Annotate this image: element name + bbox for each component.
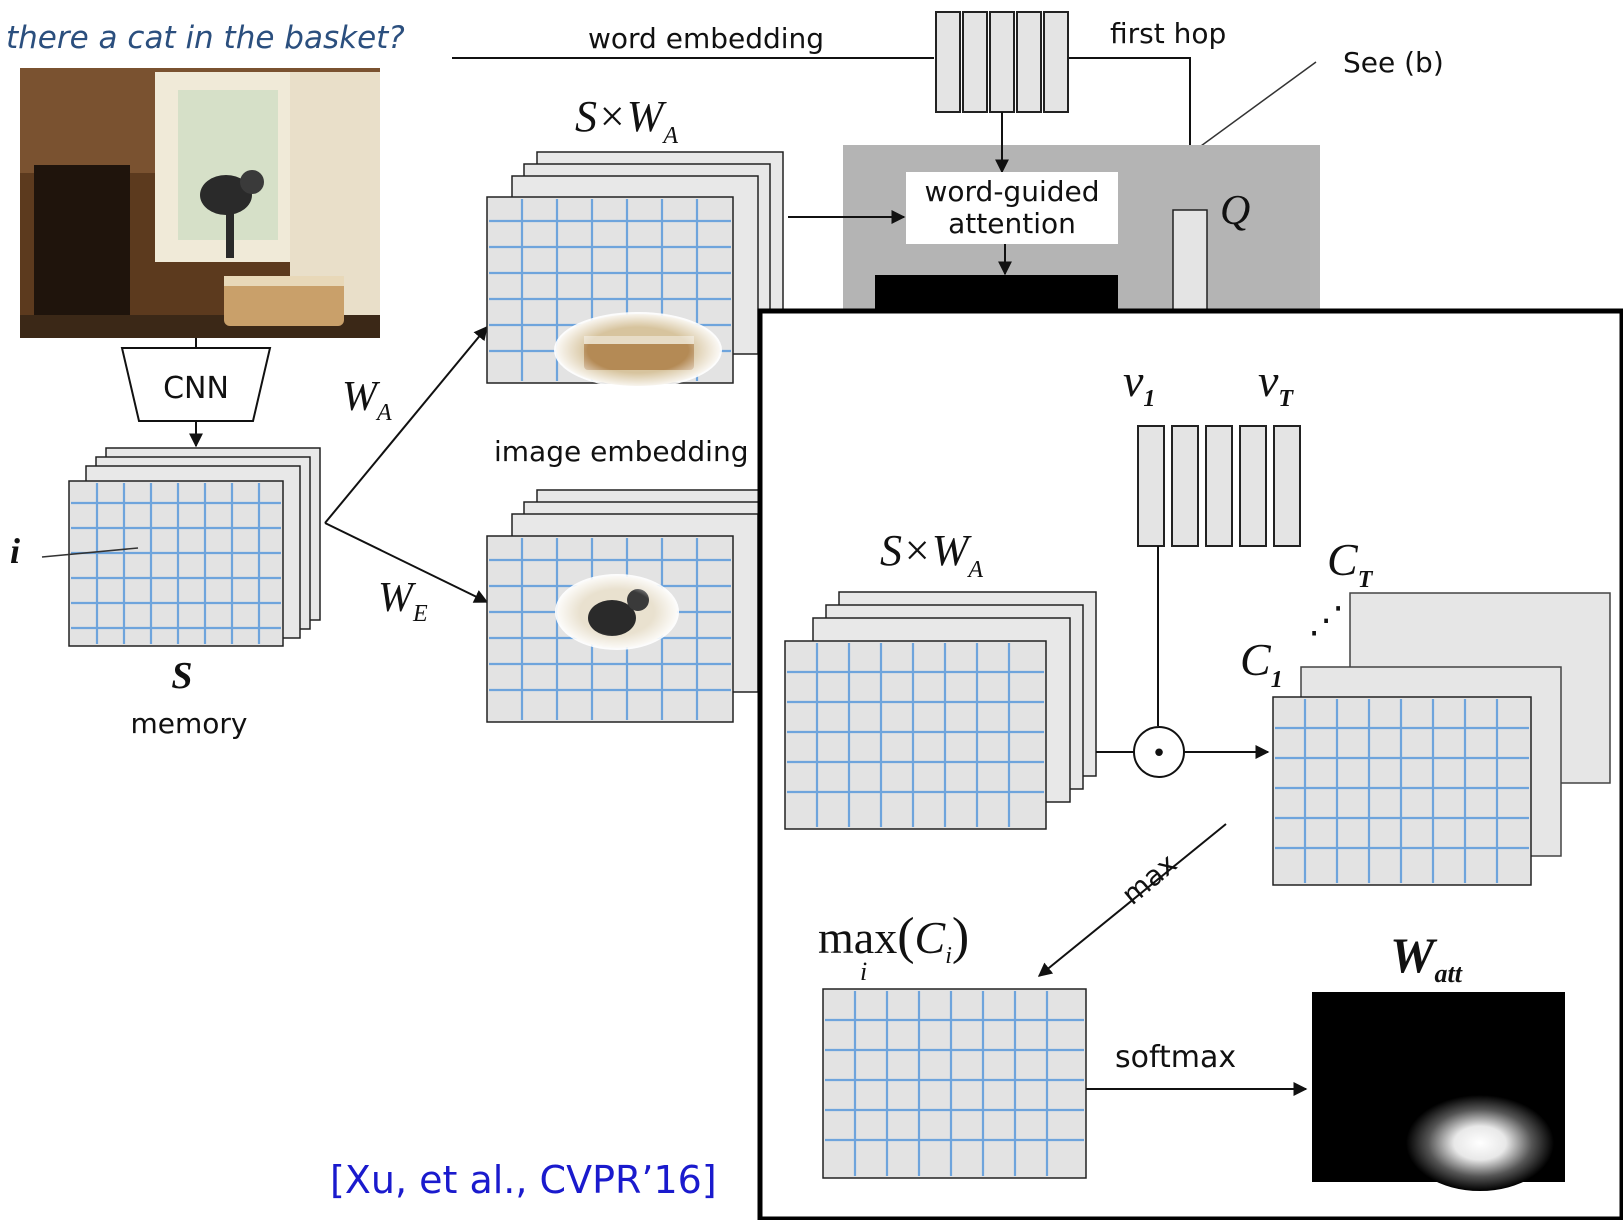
max-arrow [1037, 823, 1227, 977]
memory-grid [71, 483, 281, 644]
i-pointer [41, 547, 139, 558]
attention-output-bar [875, 275, 1118, 315]
memory-stack [68, 447, 321, 647]
vt-label: vT [1258, 355, 1294, 412]
sxwa-top-label: S×WA [575, 92, 678, 149]
wa-label: WA [342, 374, 392, 426]
first-hop-label: first hop [1110, 17, 1226, 50]
query-vector [1172, 209, 1208, 313]
sxwa-inset-stack [784, 591, 1097, 830]
maxci-under-label: i [860, 957, 867, 986]
image-embedding-stack [486, 489, 784, 723]
word-embedding-label: word embedding [588, 22, 824, 55]
softmax-label: softmax [1115, 1040, 1236, 1075]
word-vectors-inset [1137, 425, 1301, 547]
question-text: there a cat in the basket? [6, 20, 405, 56]
memory-label: memory [131, 707, 248, 740]
max-grid [822, 988, 1087, 1179]
word-guided-attention-box [906, 172, 1118, 244]
citation-text: [Xu, et al., CVPR’16] [330, 1158, 717, 1202]
dot-product-symbol: • [1151, 739, 1166, 769]
sxwa-inset-label: S×WA [880, 526, 983, 583]
maxci-label: max(Ci) [818, 908, 969, 969]
attention-map [1312, 992, 1565, 1191]
ct-label: CT [1327, 534, 1374, 593]
word-guided-label-2: attention [948, 207, 1076, 240]
we-label: WE [378, 575, 428, 627]
q-label: Q [1220, 188, 1250, 234]
cat-patch [555, 574, 679, 650]
cnn-trapezoid [120, 347, 272, 422]
we-arrow [324, 522, 489, 603]
watt-label: Watt [1390, 927, 1463, 988]
c1-label: C1 [1240, 634, 1283, 693]
image-embedding-label: image embedding [494, 435, 748, 468]
basket-patch [554, 312, 722, 388]
s-label: S [171, 655, 192, 697]
v1-label: v1 [1123, 355, 1155, 412]
see-b-label: See (b) [1343, 46, 1444, 79]
word-vectors-top [935, 11, 1069, 113]
i-label: i [10, 531, 20, 571]
c-stack [1272, 592, 1611, 886]
ellipsis-dots: ⋰ [1308, 600, 1344, 641]
cnn-label: CNN [163, 371, 229, 406]
sxwa-top-stack [486, 151, 784, 388]
wa-arrow [324, 325, 488, 524]
input-photo [20, 68, 380, 338]
word-guided-label-1: word-guided [925, 175, 1100, 208]
